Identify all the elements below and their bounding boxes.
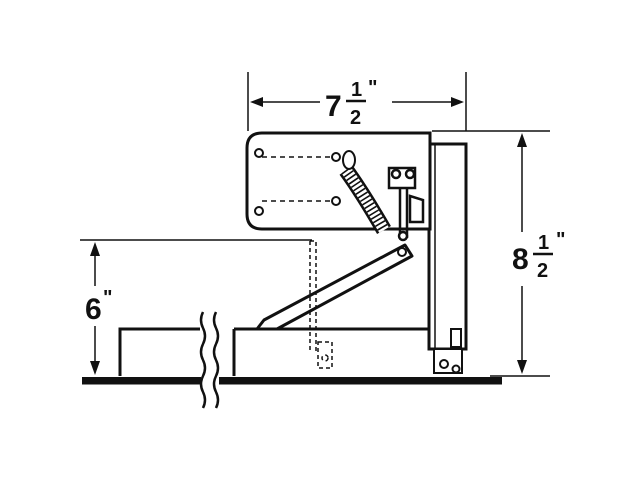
- break-symbol: [199, 311, 220, 409]
- lift-arm: [255, 243, 414, 331]
- svg-text:": ": [556, 229, 565, 251]
- lid-panel: [232, 327, 428, 376]
- height-label: 8 1 2 ": [512, 229, 565, 282]
- width-label: 7 1 2 ": [325, 77, 377, 129]
- screw-hole: [331, 152, 341, 162]
- clearance-dimension: [80, 239, 312, 375]
- svg-text:8: 8: [512, 243, 529, 276]
- svg-text:7: 7: [325, 90, 342, 123]
- svg-text:": ": [368, 77, 377, 99]
- svg-text:6: 6: [85, 293, 102, 326]
- coil-spring: [339, 150, 391, 235]
- svg-text:2: 2: [350, 107, 361, 129]
- svg-text:1: 1: [351, 79, 362, 101]
- hinge-bracket: [387, 166, 425, 242]
- left-wall: [118, 327, 200, 376]
- svg-text:": ": [103, 287, 112, 309]
- support-post: [427, 142, 468, 374]
- mounting-plate: [245, 131, 432, 231]
- height-dimension: [466, 130, 550, 377]
- screw-hole: [254, 148, 264, 158]
- base-plate: [82, 377, 502, 385]
- clearance-label: 6 ": [85, 287, 112, 326]
- svg-text:2: 2: [537, 260, 548, 282]
- width-dimension: [247, 72, 467, 132]
- svg-text:1: 1: [538, 232, 549, 254]
- hidden-latch: [309, 240, 333, 369]
- screw-hole: [254, 206, 264, 216]
- screw-hole: [331, 196, 341, 206]
